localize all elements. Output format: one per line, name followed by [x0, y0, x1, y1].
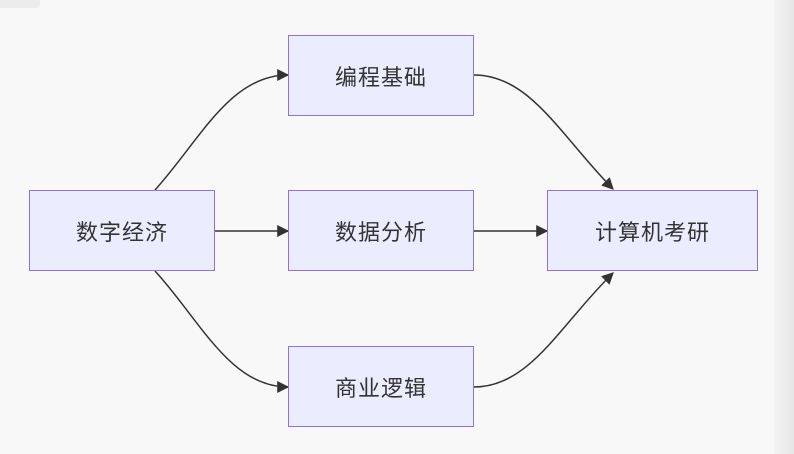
node-data-analysis: 数据分析 — [288, 190, 474, 271]
node-business-logic: 商业逻辑 — [288, 346, 474, 427]
corner-tab — [0, 0, 40, 8]
scrollbar-edge — [774, 0, 794, 454]
edge-programming-basics-to-cs-postgrad — [473, 74, 614, 190]
node-digital-economy: 数字经济 — [29, 190, 215, 271]
node-cs-postgrad: 计算机考研 — [547, 190, 758, 271]
edge-digital-economy-to-programming-basics — [154, 69, 290, 191]
node-programming-basics: 编程基础 — [288, 35, 474, 116]
edge-business-logic-to-cs-postgrad — [473, 272, 614, 388]
edge-digital-economy-to-business-logic — [154, 270, 290, 393]
